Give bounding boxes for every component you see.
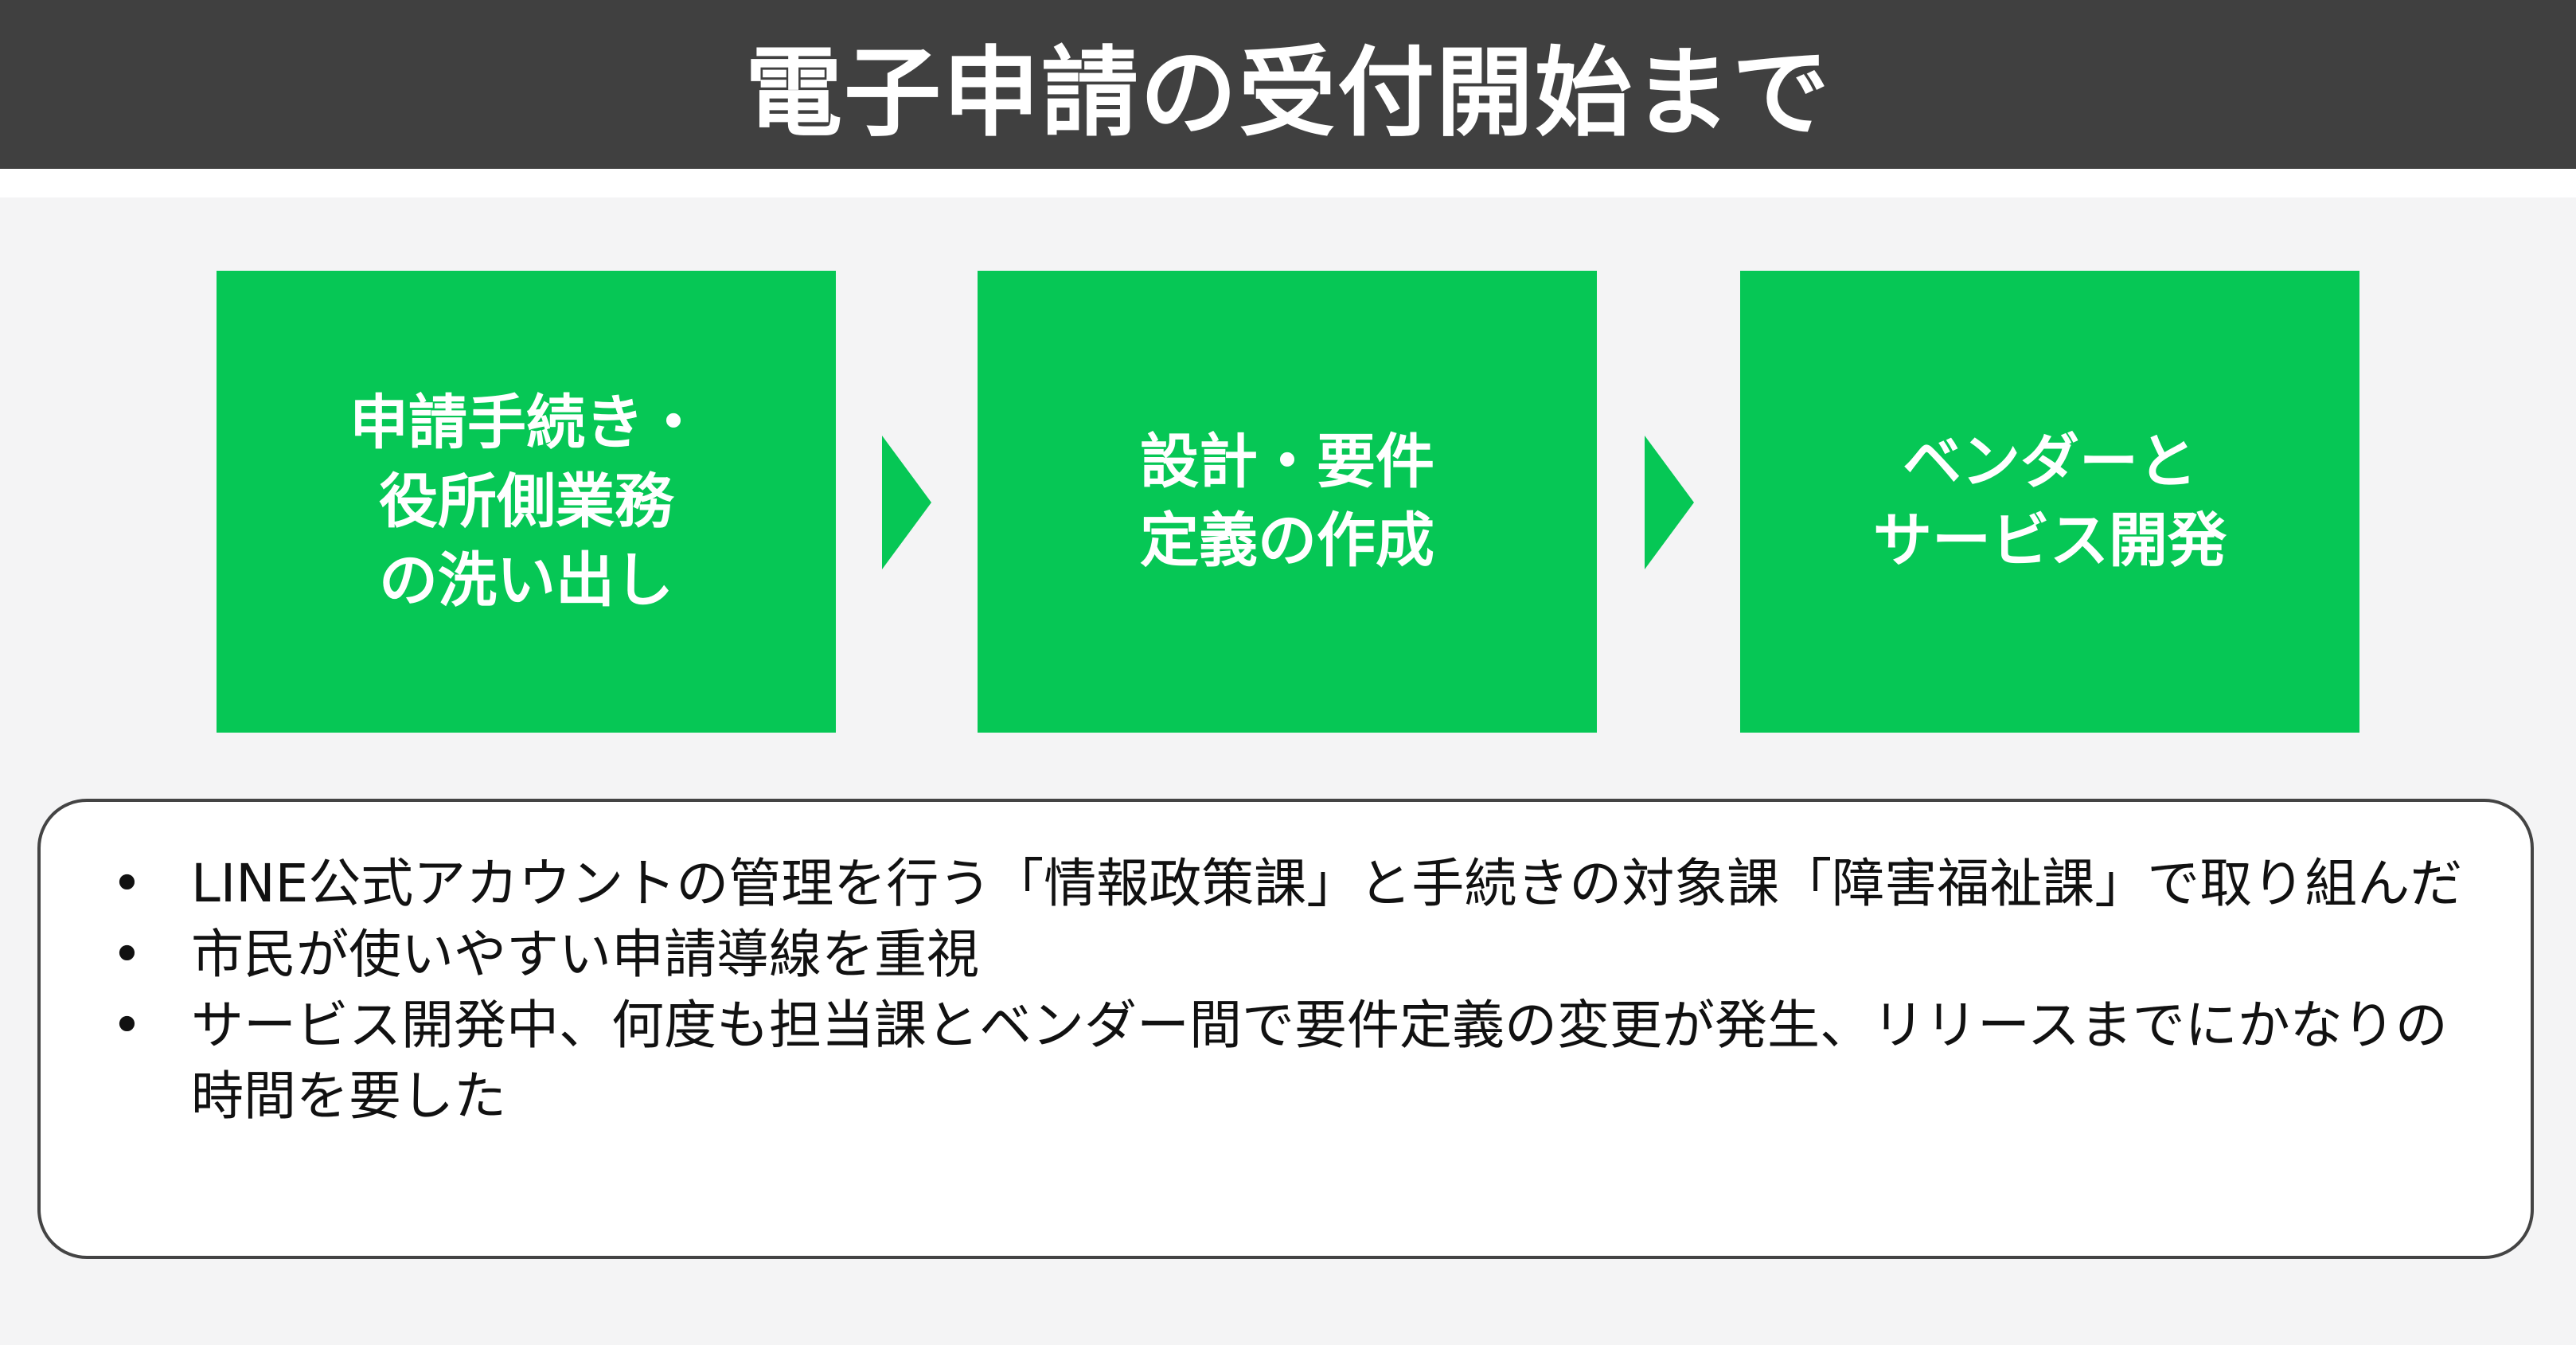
step-box-2: 設計・要件 定義の作成 [978,271,1597,733]
step-box-1: 申請手続き・ 役所側業務 の洗い出し [217,271,836,733]
step-label: ベンダーと サービス開発 [1873,428,2227,575]
slide-title: 電子申請の受付開始まで [745,36,1831,150]
bullet-item: LINE公式アカウントの管理を行う「情報政策課」と手続きの対象課「障害福祉課」で… [111,848,2484,919]
bullet-list: LINE公式アカウントの管理を行う「情報政策課」と手続きの対象課「障害福祉課」で… [111,848,2484,1132]
title-bar: 電子申請の受付開始まで [0,0,2576,169]
divider-strip [0,169,2576,197]
step-box-3: ベンダーと サービス開発 [1740,271,2359,733]
step-label: 設計・要件 定義の作成 [1140,428,1434,575]
arrow-right-icon [882,436,931,569]
arrow-right-icon [1645,436,1694,569]
bullet-item: 市民が使いやすい申請導線を重視 [111,919,2484,990]
bullet-item: サービス開発中、何度も担当課とベンダー間で要件定義の変更が発生、リリースまでにか… [111,990,2484,1132]
step-label: 申請手続き・ 役所側業務 の洗い出し [349,388,703,615]
